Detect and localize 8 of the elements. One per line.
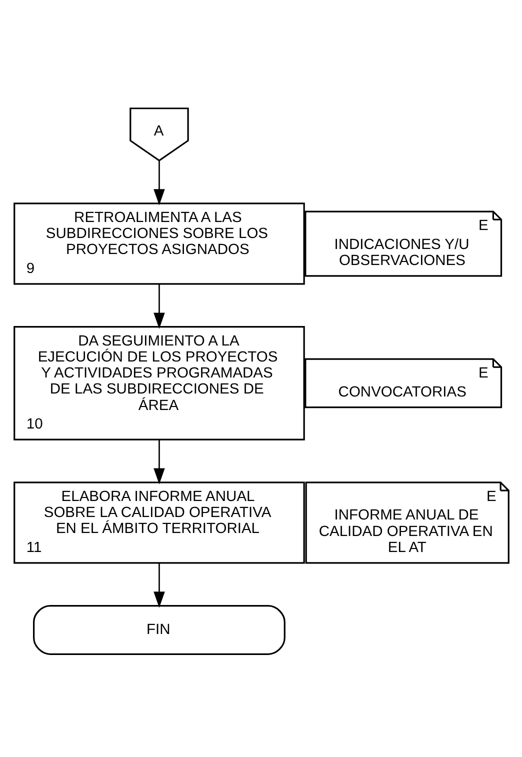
arrow <box>153 440 164 484</box>
arrow <box>153 284 164 329</box>
node-box: DA SEGUIMIENTO A LA EJECUCIÓN DE LOS PROYECTOS Y ACTIVIDADES PROGRAMADAS DE LAS SUBDIRECCIONES DE ÁREA 10 <box>13 326 304 440</box>
node-box: FIN <box>32 605 285 655</box>
arrow <box>153 562 164 608</box>
arrow <box>153 160 164 206</box>
node-box: RETROALIMENTA A LAS SUBDIRECCIONES SOBRE LOS PROYECTOS ASIGNADOS 9 <box>13 202 304 285</box>
node-box: ELABORA INFORME ANUAL SOBRE LA CALIDAD OPERATIVA EN EL ÁMBITO TERRITORIAL 11 <box>13 482 304 564</box>
